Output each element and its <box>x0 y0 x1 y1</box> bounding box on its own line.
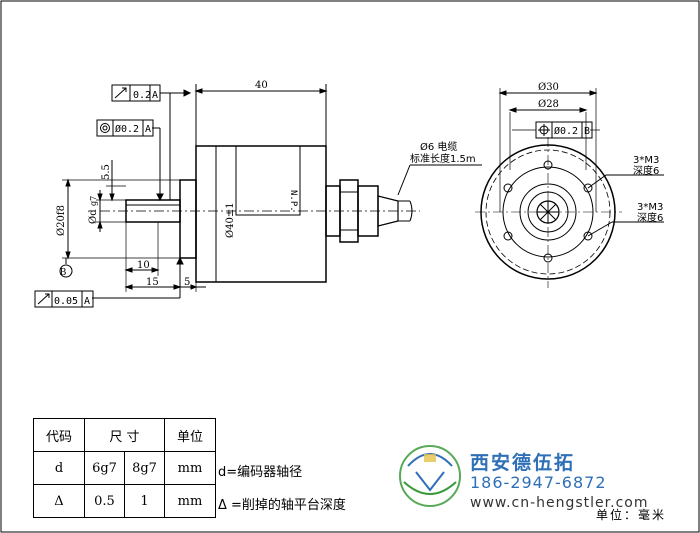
tol-concentric-value: Ø0.2 <box>115 123 139 135</box>
table-cell: mm <box>164 451 216 485</box>
notes: d=编码器轴径 Δ =削掉的轴平台深度 <box>218 456 346 522</box>
cable-dia-label: Ø6 电缆 <box>420 140 457 153</box>
table-cell: mm <box>164 484 216 518</box>
company-block: 西安德伍拓 186-2947-6872 www.cn-hengstler.com <box>392 440 692 520</box>
unit-note: 单位：毫米 <box>596 508 667 522</box>
spec-table: 代码 尺 寸 单位 d 6g7 8g7 mm Δ 0.5 1 mm <box>33 418 216 518</box>
dim-shaft-tol: g7 <box>89 196 98 206</box>
dim-length: 40 <box>255 80 268 91</box>
hole-lower-depth: 深度6 <box>637 211 663 224</box>
table-header-code: 代码 <box>33 418 85 452</box>
hole-upper-spec: 3*M3 <box>633 155 659 166</box>
side-view <box>59 84 482 299</box>
tol-top-value: 0.2 <box>133 90 151 101</box>
dim-outer-dia: Ø30 <box>538 82 559 93</box>
table-row: d 6g7 8g7 mm <box>33 451 216 485</box>
tolerance-frame-position: Ø0.2 B <box>535 121 593 139</box>
tolerance-frame-top: 0.2 A <box>111 84 161 102</box>
dim-flat-len: 10 <box>137 260 150 271</box>
tolerance-frame-bottom: 0.05 A <box>34 290 94 308</box>
encoder-flange <box>179 179 197 259</box>
dim-flange-thk: 5 <box>184 277 190 288</box>
table-header-size: 尺 寸 <box>84 418 165 452</box>
body-label: N.P. <box>288 190 298 212</box>
table-header-row: 代码 尺 寸 单位 <box>33 418 216 452</box>
table-row: Δ 0.5 1 mm <box>33 484 216 518</box>
company-logo-icon <box>399 445 461 507</box>
dim-flange-dia: Ø20f8 <box>56 205 67 236</box>
table-cell: 6g7 <box>84 451 125 485</box>
tolerance-frame-concentric: Ø0.2 A <box>96 119 154 137</box>
note-d: d=编码器轴径 <box>218 465 303 480</box>
dim-inner-dia: Ø28 <box>538 99 559 110</box>
company-phone: 186-2947-6872 <box>470 473 607 492</box>
tol-bottom-datum: A <box>84 296 90 307</box>
tol-concentric-datum: A <box>145 124 151 135</box>
dim-shaft-dia: Ød <box>88 209 99 224</box>
datum-b-label: B <box>60 268 67 278</box>
table-cell: 8g7 <box>124 451 165 485</box>
hole-lower-spec: 3*M3 <box>637 202 663 213</box>
tol-bottom-value: 0.05 <box>54 296 78 307</box>
note-delta: Δ =削掉的轴平台深度 <box>218 498 346 513</box>
company-url[interactable]: www.cn-hengstler.com <box>470 495 649 511</box>
cable-length-label: 标准长度1.5m <box>410 152 476 165</box>
table-cell: 0.5 <box>84 484 125 518</box>
tol-position-datum: B <box>584 126 590 137</box>
encoder-shaft <box>125 199 181 223</box>
dim-shaft-len: 15 <box>146 277 159 288</box>
table-header-unit: 单位 <box>164 418 216 452</box>
table-cell: Δ <box>33 484 85 518</box>
table-cell: d <box>33 451 85 485</box>
dim-flat: 5.5 <box>101 164 112 180</box>
tol-position-value: Ø0.2 <box>554 125 578 137</box>
dim-body-dia: Ø40±1 <box>225 202 236 238</box>
front-view <box>475 88 664 288</box>
company-name: 西安德伍拓 <box>470 452 576 474</box>
table-cell: 1 <box>124 484 165 518</box>
hole-upper-depth: 深度6 <box>633 164 659 177</box>
tol-top-datum: A <box>152 90 158 101</box>
